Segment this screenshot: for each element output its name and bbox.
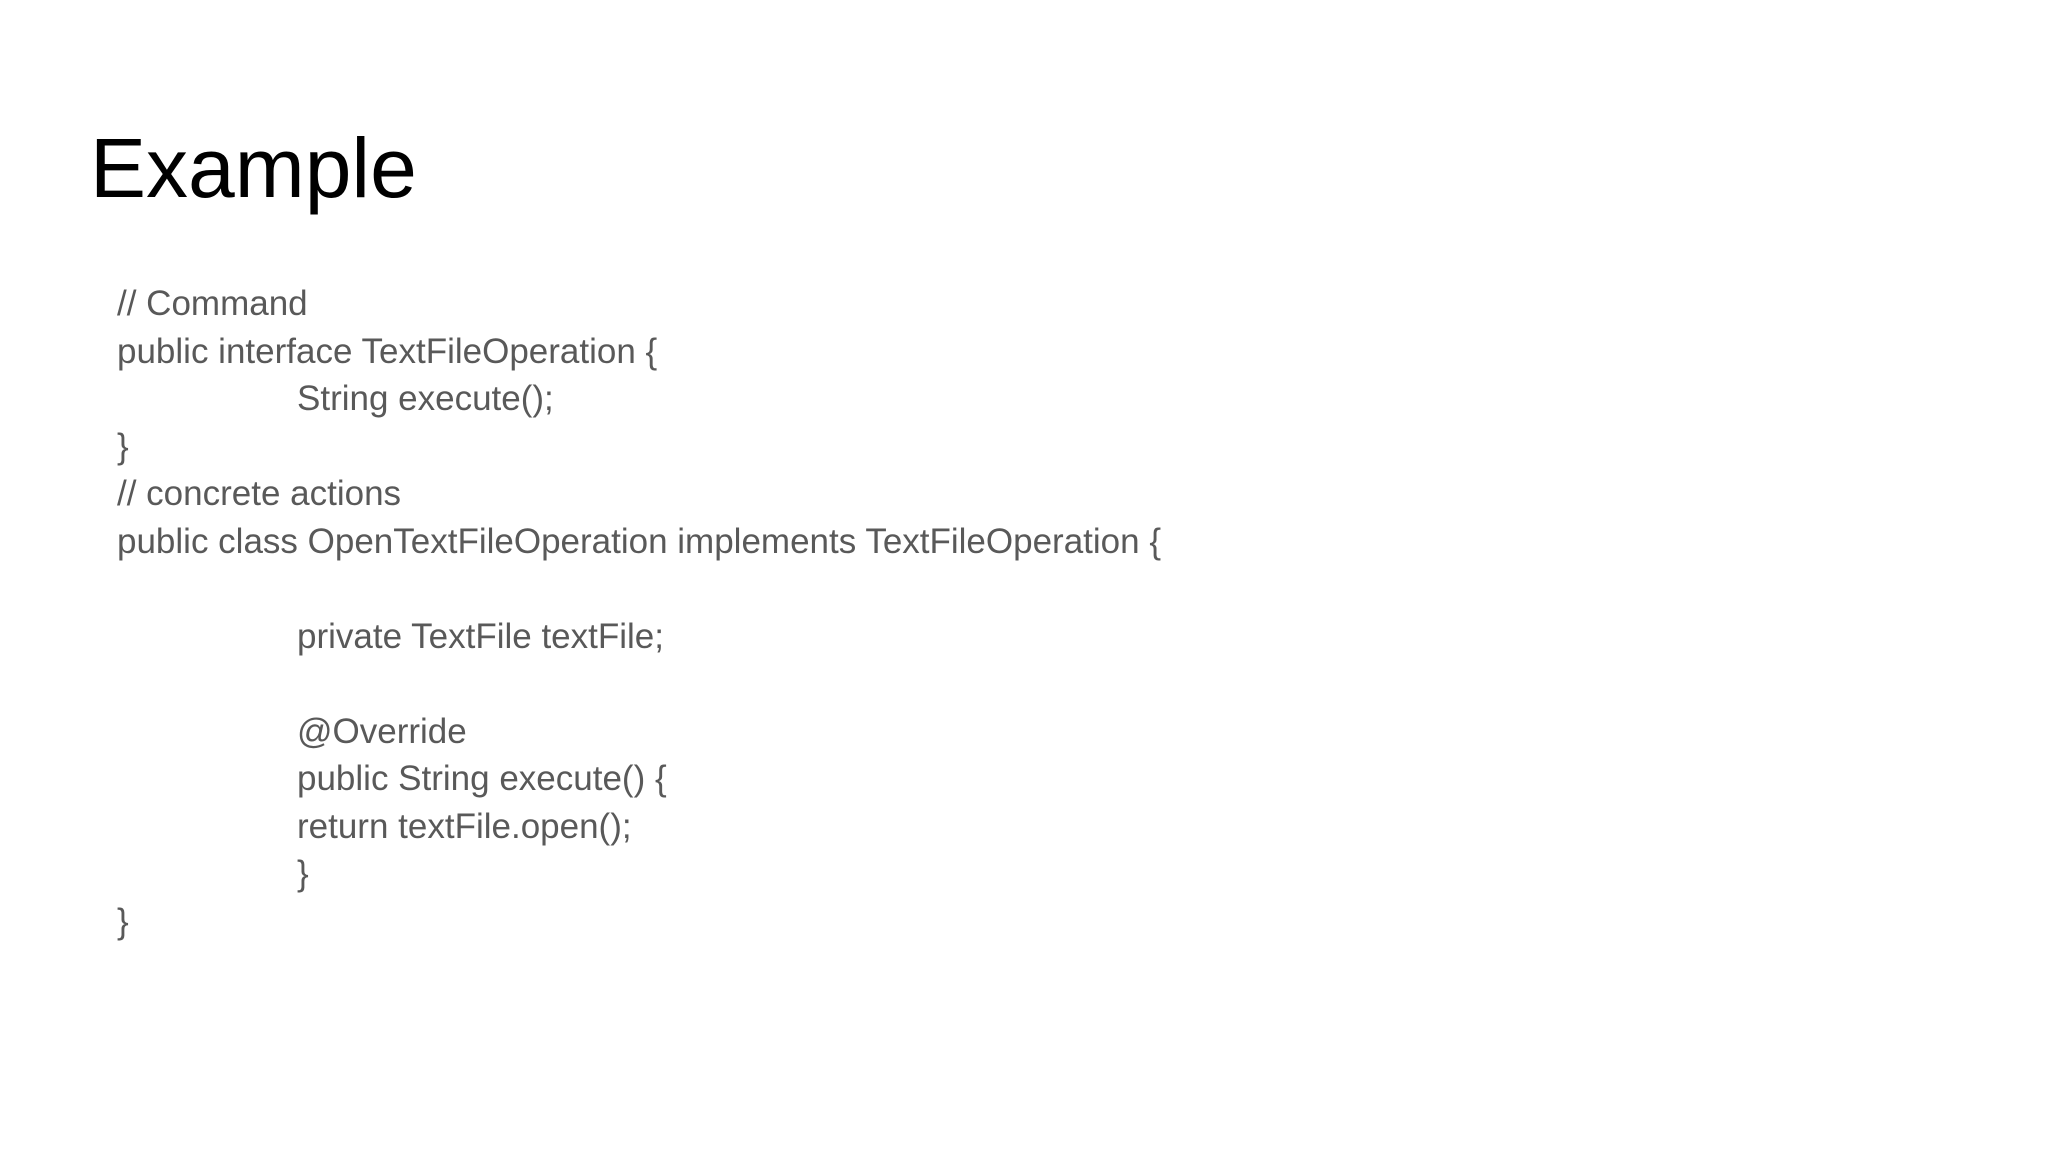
code-line: } — [297, 854, 309, 893]
code-line: @Override — [297, 711, 467, 751]
slide-title: Example — [90, 121, 417, 215]
code-line: } — [117, 901, 129, 941]
slide-body: // Command public interface TextFileOpera… — [117, 280, 1917, 945]
blank-line — [117, 660, 1917, 708]
code-line: // concrete actions — [117, 474, 402, 513]
code-line: public interface TextFileOperation { — [117, 331, 658, 371]
code-line: private TextFile textFile; — [297, 616, 664, 656]
code-line: public class OpenTextFileOperation imple… — [117, 521, 1162, 561]
code-line: return textFile.open(); — [297, 806, 632, 846]
code-line: String execute(); — [297, 379, 554, 418]
blank-line — [117, 565, 1917, 613]
code-line: // Command — [117, 284, 308, 323]
code-line: } — [117, 426, 129, 466]
code-line: public String execute() { — [297, 759, 667, 798]
